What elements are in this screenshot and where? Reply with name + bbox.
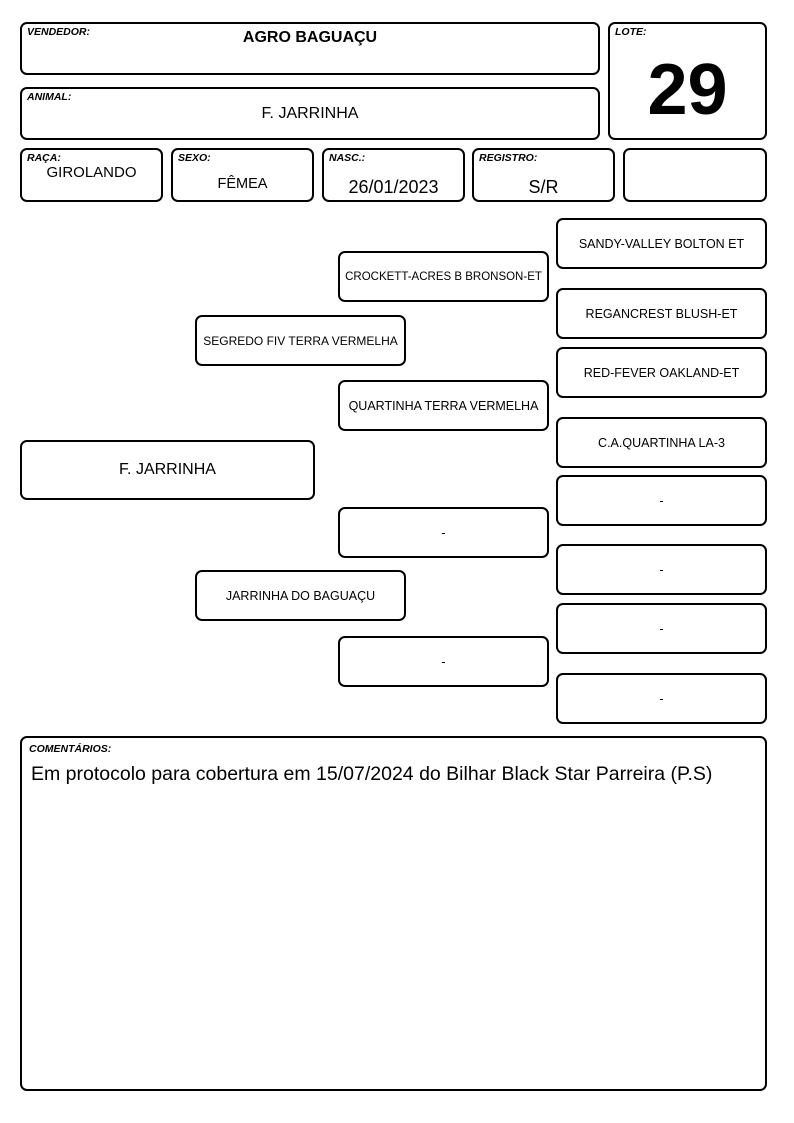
sexo-box: SEXO: FÊMEA bbox=[171, 148, 314, 202]
pedigree-animal: F. JARRINHA bbox=[20, 440, 315, 500]
pedigree-sire-sire: CROCKETT-ACRES B BRONSON-ET bbox=[338, 251, 549, 302]
lote-label: LOTE: bbox=[615, 26, 647, 38]
pedigree-great-grandparent-5: - bbox=[556, 475, 767, 526]
pedigree-sire: SEGREDO FIV TERRA VERMELHA bbox=[195, 315, 406, 366]
animal-box: ANIMAL: F. JARRINHA bbox=[20, 87, 600, 140]
raca-label: RAÇA: bbox=[27, 152, 61, 164]
vendedor-box: VENDEDOR: AGRO BAGUAÇU bbox=[20, 22, 600, 75]
pedigree-dam: JARRINHA DO BAGUAÇU bbox=[195, 570, 406, 621]
nasc-label: NASC.: bbox=[329, 152, 366, 164]
animal-label: ANIMAL: bbox=[27, 91, 72, 103]
vendedor-value: AGRO BAGUAÇU bbox=[242, 29, 378, 46]
nasc-box: NASC.: 26/01/2023 bbox=[322, 148, 465, 202]
pedigree-dam-dam: - bbox=[338, 636, 549, 687]
comments-box: COMENTÁRIOS: Em protocolo para cobertura… bbox=[20, 736, 767, 1091]
pedigree-great-grandparent-2: REGANCREST BLUSH-ET bbox=[556, 288, 767, 339]
raca-value: GIROLANDO bbox=[46, 164, 137, 181]
pedigree-sire-dam: QUARTINHA TERRA VERMELHA bbox=[338, 380, 549, 431]
comments-text: Em protocolo para cobertura em 15/07/202… bbox=[31, 763, 713, 785]
raca-box: RAÇA: GIROLANDO bbox=[20, 148, 163, 202]
pedigree-great-grandparent-6: - bbox=[556, 544, 767, 595]
registro-label: REGISTRO: bbox=[479, 152, 538, 164]
registro-box: REGISTRO: S/R bbox=[472, 148, 615, 202]
pedigree-great-grandparent-8: - bbox=[556, 673, 767, 724]
lote-box: LOTE: 29 bbox=[608, 22, 767, 140]
pedigree-great-grandparent-1: SANDY-VALLEY BOLTON ET bbox=[556, 218, 767, 269]
nasc-value: 26/01/2023 bbox=[348, 177, 439, 197]
pedigree-great-grandparent-3: RED-FEVER OAKLAND-ET bbox=[556, 347, 767, 398]
pedigree-great-grandparent-7: - bbox=[556, 603, 767, 654]
vendedor-label: VENDEDOR: bbox=[27, 26, 91, 38]
sexo-value: FÊMEA bbox=[217, 176, 268, 192]
sexo-label: SEXO: bbox=[178, 152, 211, 164]
comments-label: COMENTÁRIOS: bbox=[29, 743, 112, 755]
pedigree-dam-sire: - bbox=[338, 507, 549, 558]
registro-value: S/R bbox=[528, 177, 559, 197]
lote-number: 29 bbox=[647, 50, 728, 130]
animal-value: F. JARRINHA bbox=[261, 105, 359, 122]
empty-info-box bbox=[623, 148, 767, 202]
pedigree-great-grandparent-4: C.A.QUARTINHA LA-3 bbox=[556, 417, 767, 468]
